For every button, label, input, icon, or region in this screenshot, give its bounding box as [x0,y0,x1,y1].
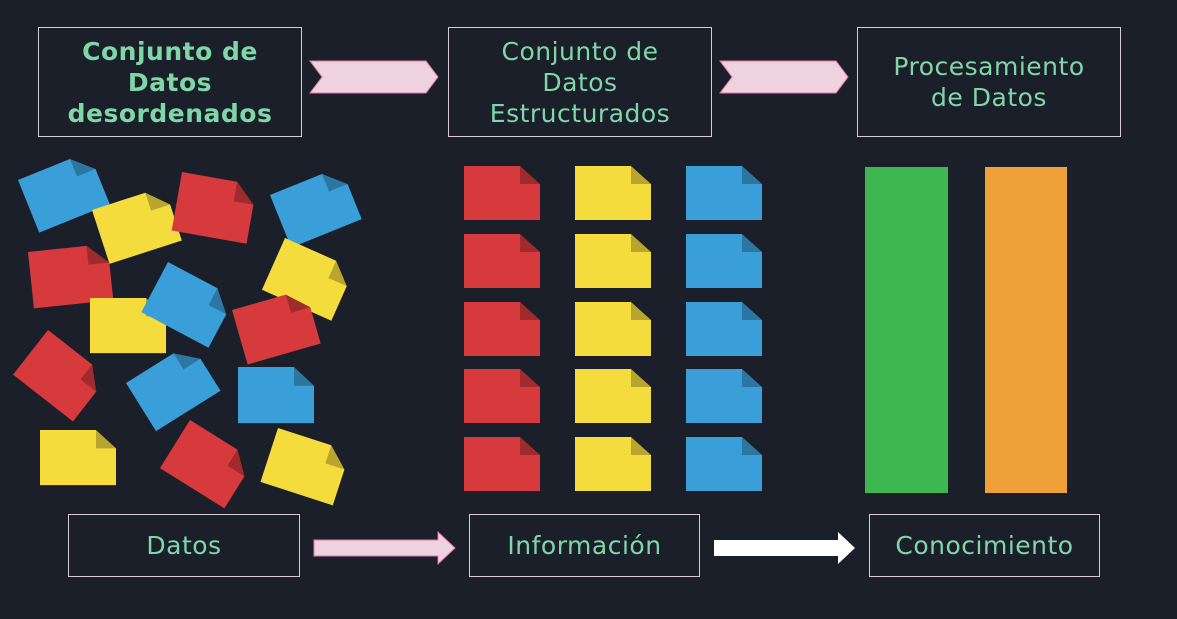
document-icon [159,420,255,509]
chevron-arrow-icon [719,60,849,94]
right-arrow-icon [313,530,456,566]
orange-bar [985,167,1067,493]
document-icon [575,234,651,288]
box-data-processing: Procesamiento de Datos [857,27,1121,137]
document-icon [40,430,116,486]
structured-documents [464,166,762,491]
scattered-documents [13,151,362,509]
box-informacion: Información [469,514,700,577]
document-icon [171,172,257,244]
box-conocimiento-label: Conocimiento [895,531,1074,560]
document-icon [464,369,540,423]
document-icon [575,437,651,491]
right-arrow-icon [714,532,855,564]
document-icon [260,428,351,506]
document-icon [686,369,762,423]
document-icon [464,302,540,356]
chevron-arrow-icon [309,60,439,94]
document-icon [686,234,762,288]
box-datos: Datos [68,514,300,577]
box-data-processing-label: Procesamiento de Datos [893,52,1085,112]
document-icon [686,302,762,356]
document-icon [238,367,314,424]
box-structured-data-label: Conjunto de Datos Estructurados [489,36,671,128]
box-structured-data: Conjunto de Datos Estructurados [448,27,712,137]
box-datos-label: Datos [146,531,222,560]
document-icon [575,166,651,220]
document-icon [686,166,762,220]
box-informacion-label: Información [507,531,662,560]
box-conocimiento: Conocimiento [869,514,1100,577]
document-icon [464,234,540,288]
green-bar [865,167,948,493]
box-unordered-data-label: Conjunto de Datos desordenados [67,36,273,128]
document-icon [270,166,362,248]
document-icon [464,437,540,491]
document-icon [575,369,651,423]
document-icon [575,302,651,356]
document-icon [686,437,762,491]
box-unordered-data: Conjunto de Datos desordenados [38,27,302,137]
document-icon [464,166,540,220]
document-icon [126,342,221,432]
